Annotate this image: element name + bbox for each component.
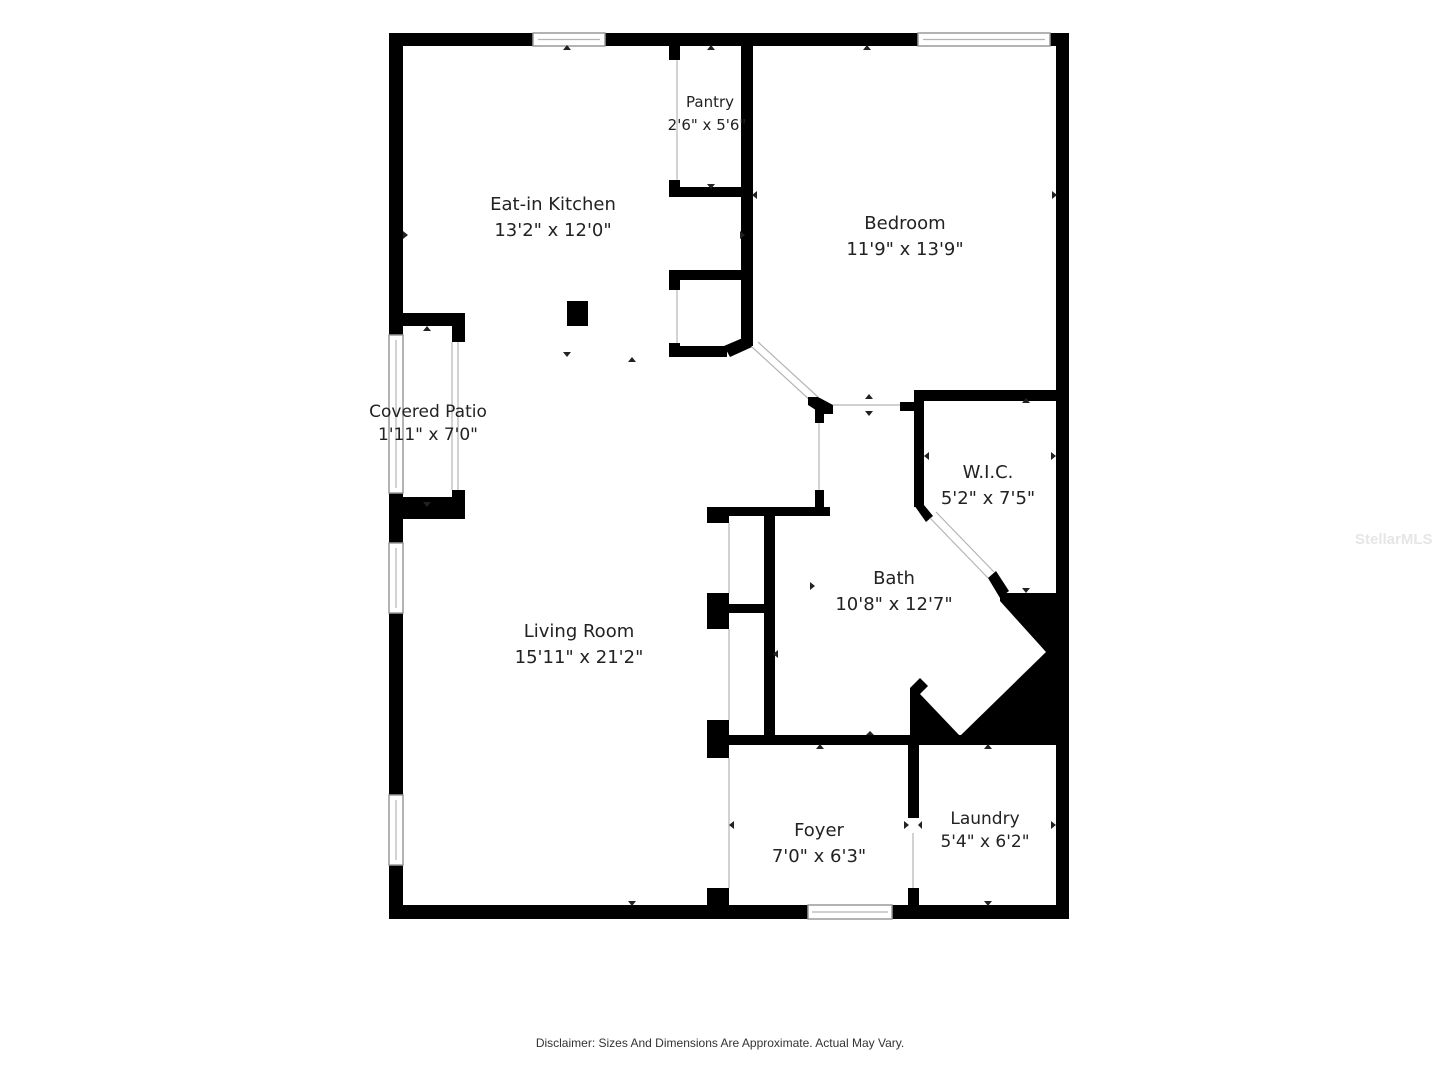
room-name-patio: Covered Patio — [369, 402, 487, 422]
wic-walls — [914, 390, 1009, 598]
bedroom-walls — [741, 46, 1056, 417]
watermark: StellarMLS — [1355, 531, 1433, 548]
room-name-living: Living Room — [524, 621, 635, 642]
room-dims-laundry: 5'4" x 6'2" — [940, 832, 1029, 852]
kitchen-island-post — [567, 301, 588, 326]
room-dims-wic: 5'2" x 7'5" — [941, 488, 1035, 509]
room-name-bedroom: Bedroom — [864, 213, 945, 234]
room-name-wic: W.I.C. — [963, 462, 1014, 483]
patio-walls — [389, 313, 465, 519]
room-name-kitchen: Eat-in Kitchen — [490, 194, 616, 215]
room-dims-kitchen: 13'2" x 12'0" — [494, 220, 611, 241]
disclaimer: Disclaimer: Sizes And Dimensions Are App… — [535, 1036, 905, 1050]
bath-walls — [707, 417, 1056, 758]
room-name-pantry: Pantry — [686, 93, 734, 111]
room-dims-bedroom: 11'9" x 13'9" — [846, 239, 963, 260]
room-dims-foyer: 7'0" x 6'3" — [772, 846, 866, 867]
dimension-marks — [403, 45, 1057, 906]
room-dims-bath: 10'8" x 12'7" — [835, 594, 952, 615]
room-dims-pantry: 2'6" x 5'6" — [668, 116, 747, 134]
room-dims-living: 15'11" x 21'2" — [515, 647, 644, 668]
wall-bottom — [389, 905, 1069, 919]
foyer-walls — [707, 745, 919, 905]
room-name-bath: Bath — [873, 568, 915, 589]
room-dims-patio: 1'11" x 7'0" — [378, 425, 478, 445]
windows — [388, 32, 1051, 920]
wall-right — [1056, 33, 1069, 919]
room-name-foyer: Foyer — [794, 820, 844, 841]
room-name-laundry: Laundry — [950, 809, 1019, 829]
